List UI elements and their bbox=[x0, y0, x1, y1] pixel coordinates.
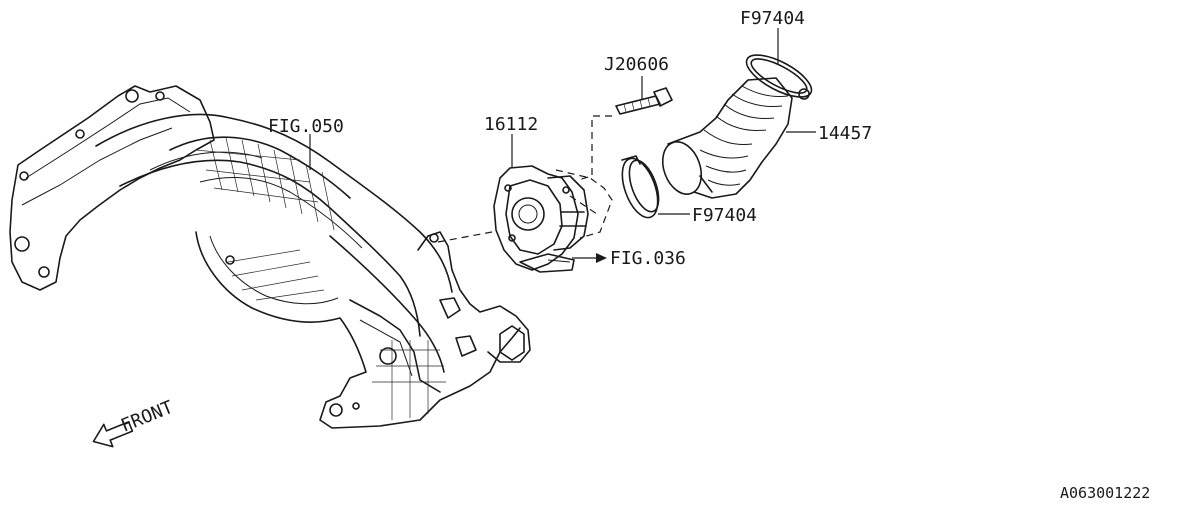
assembly-line-duct bbox=[555, 169, 613, 239]
throttle-body bbox=[493, 165, 589, 273]
bolt bbox=[615, 87, 673, 115]
assembly-line-bolt bbox=[577, 115, 612, 181]
hose-clamp-lower bbox=[621, 155, 660, 219]
label-part-j20606: J20606 bbox=[604, 54, 669, 75]
front-arrow-icon bbox=[92, 421, 134, 448]
label-front: FRONT bbox=[118, 397, 176, 437]
drawing-code: A063001222 bbox=[1060, 484, 1150, 502]
label-part-16112: 16112 bbox=[484, 114, 538, 135]
label-part-f97404-mid: F97404 bbox=[692, 205, 757, 226]
label-fig-036: FIG.036 bbox=[610, 248, 686, 269]
label-part-14457: 14457 bbox=[818, 123, 872, 144]
label-part-f97404-top: F97404 bbox=[740, 8, 805, 29]
intake-manifold bbox=[9, 85, 531, 429]
fig-036-arrow bbox=[572, 253, 607, 263]
hose-clamp-upper bbox=[745, 54, 813, 100]
label-fig-050: FIG.050 bbox=[268, 116, 344, 137]
intake-duct bbox=[661, 77, 793, 199]
assembly-line-clamp bbox=[569, 195, 601, 217]
assembly-line-manifold bbox=[437, 231, 493, 243]
